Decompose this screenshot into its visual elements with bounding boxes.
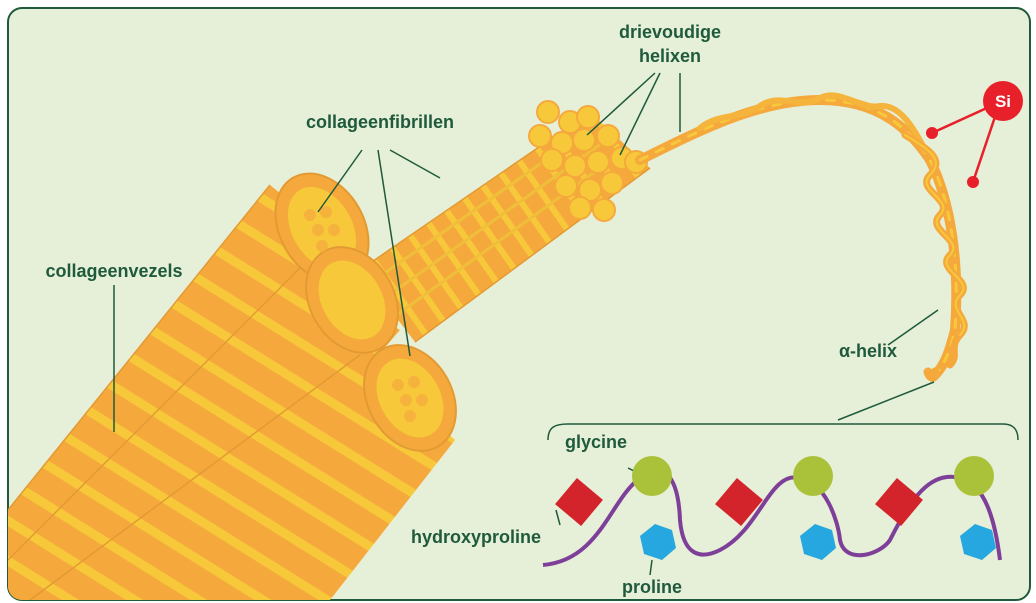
label-collagen-fibers: collageenvezels — [45, 261, 182, 281]
label-collagen-fibrils: collageenfibrillen — [306, 112, 454, 132]
label-triple-helices-line1: drievoudige — [619, 22, 721, 42]
glycine-2 — [793, 456, 833, 496]
label-glycine: glycine — [565, 432, 627, 452]
glycine-1 — [632, 456, 672, 496]
label-proline: proline — [622, 577, 682, 597]
label-hydroxyproline: hydroxyproline — [411, 527, 541, 547]
glycine-3 — [954, 456, 994, 496]
si-label: Si — [995, 92, 1011, 111]
label-triple-helices-line2: helixen — [639, 46, 701, 66]
label-alpha-helix: α-helix — [839, 341, 897, 361]
